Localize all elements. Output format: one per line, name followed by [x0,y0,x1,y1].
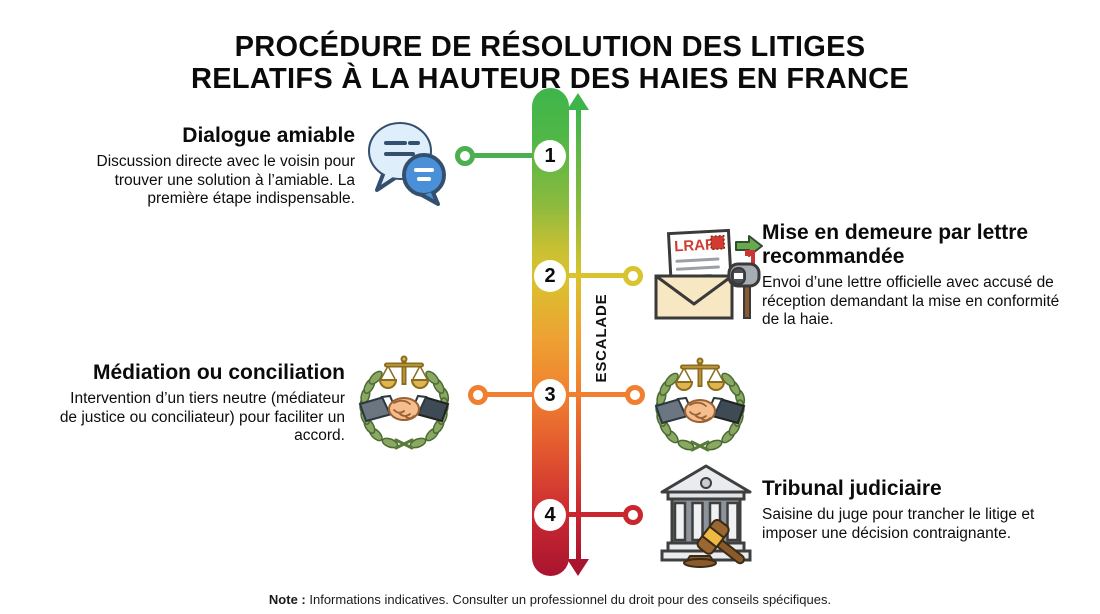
step3-title: Médiation ou conciliation [93,361,345,384]
step1-connector-dot [455,146,475,166]
step3-connector-dot-right [625,385,645,405]
courthouse-icon [660,464,752,568]
arrow-down-icon [567,559,589,576]
step1-connector [462,153,551,158]
step2-description: Envoi d’une lettre officielle avec accus… [762,274,1060,328]
step1-title: Dialogue amiable [182,124,355,147]
step4-number-badge: 4 [534,499,566,531]
step4-title: Tribunal judiciaire [762,477,942,500]
step2-block: Mise en demeure par lettre recommandée E… [762,221,1062,330]
footer-note: Note : Informations indicatives. Consult… [0,592,1100,607]
step1-description: Discussion directe avec le voisin pour t… [96,153,355,207]
registered-letter-icon: LRAR [654,228,763,320]
step3-block: Médiation ou conciliation Intervention d… [52,361,345,446]
step2-title: Mise en demeure par lettre recommandée [762,221,1029,268]
escalade-axis-label: ESCALADE [593,293,610,383]
step2-connector-dot [623,266,643,286]
escalation-arrow-line [576,108,581,560]
arrow-up-icon [567,93,589,110]
step3-description: Intervention d’un tiers neutre (médiateu… [59,390,345,444]
lrar-stamp-label: LRAR [674,236,717,255]
step4-connector [550,512,630,517]
page-title-line1: PROCÉDURE DE RÉSOLUTION DES LITIGES [234,31,866,64]
mediation-laurel-icon-right [654,357,746,452]
step4-block: Tribunal judiciaire Saisine du juge pour… [762,477,1054,543]
step4-description: Saisine du juge pour trancher le litige … [762,506,1035,542]
step1-block: Dialogue amiable Discussion directe avec… [62,124,355,209]
page-title: PROCÉDURE DE RÉSOLUTION DES LITIGES RELA… [0,31,1100,95]
step2-connector [550,273,630,278]
step3-connector-dot-left [468,385,488,405]
chat-bubbles-icon [368,122,446,206]
footer-note-text: Informations indicatives. Consulter un p… [305,592,832,607]
mediation-laurel-icon [358,355,450,450]
step2-number-badge: 2 [534,260,566,292]
step1-number-badge: 1 [534,140,566,172]
step3-number-badge: 3 [534,379,566,411]
footer-note-label: Note : [268,592,306,607]
step4-connector-dot [623,505,643,525]
